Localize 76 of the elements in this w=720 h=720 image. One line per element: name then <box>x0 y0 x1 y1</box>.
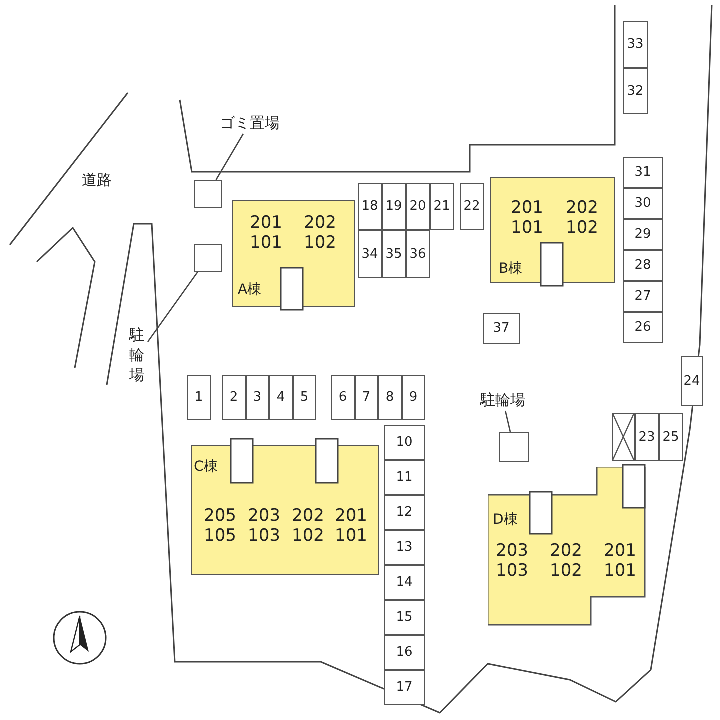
unit-number: 202 <box>292 508 324 525</box>
apartment-building <box>191 445 379 575</box>
parking-space: 31 <box>623 157 663 188</box>
parking-space: 23 <box>635 413 659 461</box>
parking-space: 2 <box>222 375 246 420</box>
parking-space: 18 <box>358 183 382 230</box>
unit-number: 105 <box>204 528 236 545</box>
unit-number: 102 <box>292 528 324 545</box>
unit-number: 202 <box>550 543 582 560</box>
unit-number: 102 <box>550 563 582 580</box>
crossed-out-space <box>612 413 635 461</box>
parking-space: 22 <box>460 183 484 230</box>
unit-number: 201 <box>335 508 368 525</box>
parking-space: 25 <box>659 413 683 461</box>
parking-space: 27 <box>623 281 663 312</box>
parking-space: 33 <box>623 21 648 68</box>
parking-space: 14 <box>384 565 425 600</box>
unit-number: 101 <box>335 528 368 545</box>
unit-number: 101 <box>250 235 282 252</box>
apartment-building <box>232 200 355 307</box>
building-label: C棟 <box>194 460 218 474</box>
unit-number: 201 <box>604 543 636 560</box>
parking-space: 10 <box>384 425 425 460</box>
unit-number: 201 <box>511 200 544 217</box>
unit-number: 102 <box>566 220 598 237</box>
parking-space: 5 <box>293 375 316 420</box>
unit-number: 101 <box>511 220 544 237</box>
parking-space: 9 <box>402 375 425 420</box>
parking-space: 4 <box>269 375 293 420</box>
leader-line <box>147 272 199 342</box>
parking-space: 19 <box>382 183 406 230</box>
area-label: 駐輪場 <box>128 325 146 385</box>
parking-space: 32 <box>623 68 648 114</box>
parking-space: 26 <box>623 312 663 343</box>
storage-box <box>499 432 529 462</box>
building-label: B棟 <box>499 262 523 276</box>
parking-space: 24 <box>681 356 703 406</box>
parking-space: 20 <box>406 183 430 230</box>
road-label: 道路 <box>82 173 112 188</box>
building-label: D棟 <box>493 513 518 527</box>
parking-space: 36 <box>406 230 430 278</box>
unit-number: 201 <box>250 215 282 232</box>
parking-space: 8 <box>378 375 402 420</box>
unit-number: 103 <box>248 528 280 545</box>
unit-number: 101 <box>604 563 636 580</box>
storage-box <box>194 244 222 272</box>
parking-space: 6 <box>331 375 355 420</box>
parking-space: 16 <box>384 635 425 670</box>
parking-space: 11 <box>384 460 425 495</box>
parking-space: 30 <box>623 188 663 219</box>
storage-box <box>194 180 222 208</box>
unit-number: 103 <box>496 563 528 580</box>
apartment-building <box>488 467 646 626</box>
parking-space: 13 <box>384 530 425 565</box>
parking-space: 12 <box>384 495 425 530</box>
parking-space: 15 <box>384 600 425 635</box>
parking-space: 37 <box>483 313 520 344</box>
parking-space: 28 <box>623 250 663 281</box>
unit-number: 202 <box>566 200 598 217</box>
parking-space: 1 <box>187 375 211 420</box>
parking-space: 29 <box>623 219 663 250</box>
parking-space: 34 <box>358 230 382 278</box>
building-label: A棟 <box>238 283 262 297</box>
apartment-building <box>490 177 615 283</box>
parking-space: 7 <box>355 375 378 420</box>
unit-number: 202 <box>304 215 336 232</box>
parking-space: 21 <box>430 183 454 230</box>
unit-number: 205 <box>204 508 236 525</box>
unit-number: 203 <box>496 543 528 560</box>
parking-space: 3 <box>246 375 269 420</box>
parking-space: 17 <box>384 670 425 705</box>
unit-number: 102 <box>304 235 336 252</box>
leader-line <box>504 410 512 432</box>
leader-line <box>216 134 244 180</box>
parking-space: 35 <box>382 230 406 278</box>
unit-number: 203 <box>248 508 280 525</box>
